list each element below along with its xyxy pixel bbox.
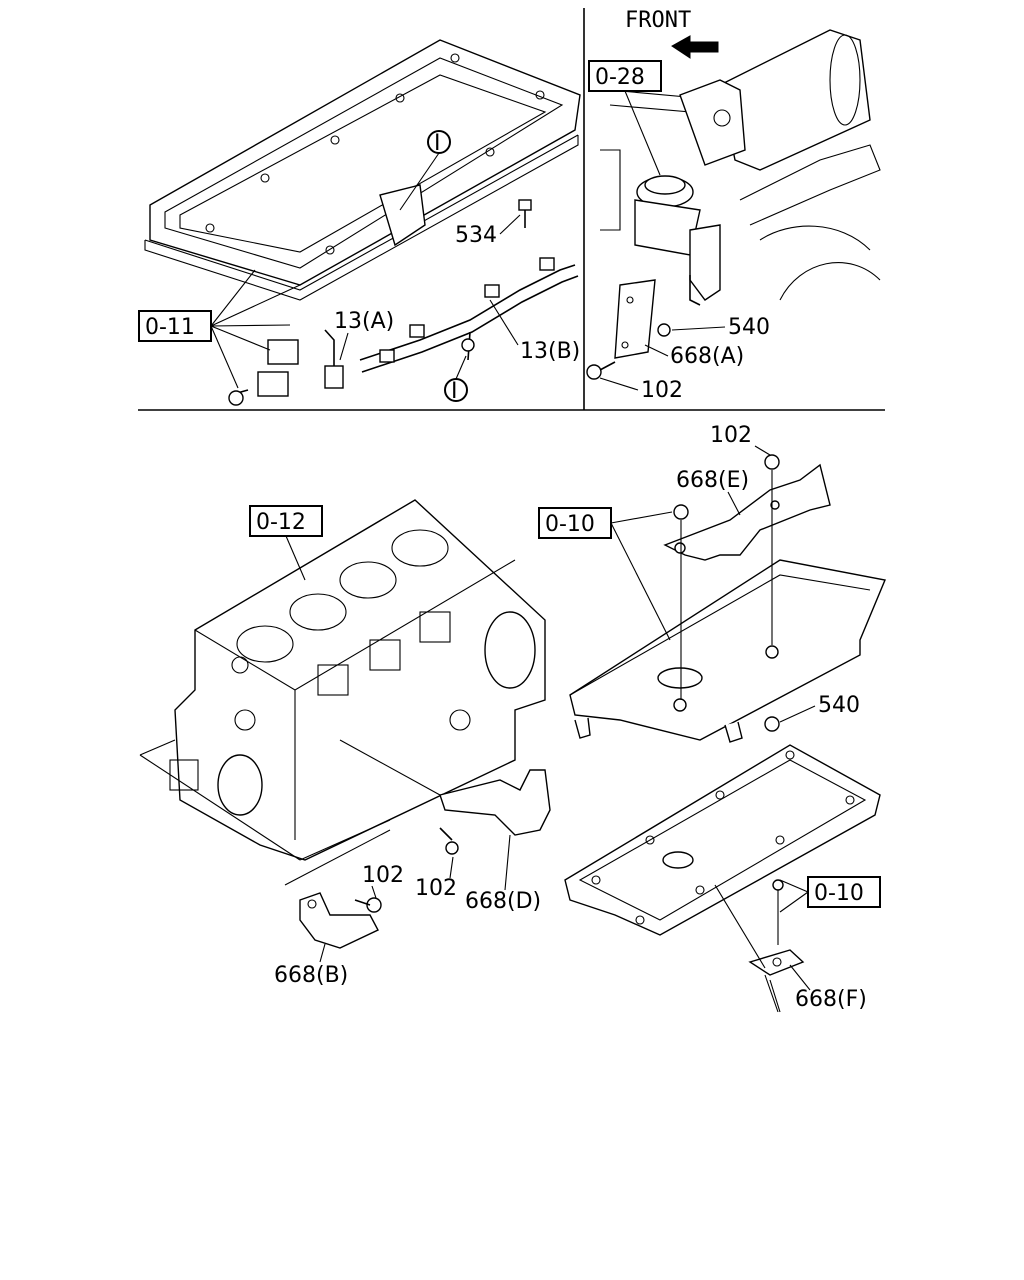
label-668a: 668(A) bbox=[644, 344, 744, 369]
marker-i-top: I bbox=[399, 130, 451, 211]
bracket-668e-drawing bbox=[663, 454, 831, 700]
bracket-668d-drawing bbox=[339, 739, 551, 855]
front-text: FRONT bbox=[625, 8, 691, 33]
oil-pan-upper-drawing bbox=[144, 39, 581, 301]
label-102-b-text: 102 bbox=[362, 863, 404, 888]
label-668d: 668(D) bbox=[465, 834, 541, 914]
label-668b: 668(B) bbox=[274, 943, 348, 988]
bracket-668b-drawing bbox=[284, 829, 391, 949]
label-102-top-text: 102 bbox=[641, 378, 683, 403]
label-668d-text: 668(D) bbox=[465, 889, 541, 914]
ref-box-0-10-top: 0-10 bbox=[538, 507, 673, 641]
engine-top-drawing bbox=[600, 29, 881, 301]
label-13a-text: 13(A) bbox=[334, 309, 394, 334]
label-102-d-text: 102 bbox=[415, 876, 457, 901]
ref-0-28-text: 0-28 bbox=[595, 65, 645, 90]
ref-box-0-11: 0-11 bbox=[138, 269, 301, 389]
oil-pan-bottom-drawing bbox=[564, 744, 881, 936]
ref-0-11-text: 0-11 bbox=[145, 315, 195, 340]
label-540-mid: 540 bbox=[764, 693, 860, 732]
label-668b-text: 668(B) bbox=[274, 963, 348, 988]
bracket-668f-drawing bbox=[714, 879, 805, 1013]
label-668f: 668(F) bbox=[789, 964, 867, 1012]
oil-pan-lower-drawing bbox=[569, 559, 886, 743]
label-540-top-text: 540 bbox=[728, 315, 770, 340]
ref-box-0-12: 0-12 bbox=[249, 505, 323, 581]
label-13a: 13(A) bbox=[334, 309, 394, 361]
label-534: 534 bbox=[455, 214, 521, 248]
label-540-top: 540 bbox=[671, 315, 770, 340]
front-indicator: FRONT bbox=[625, 8, 719, 59]
label-102-e: 102 bbox=[710, 423, 771, 456]
label-13b: 13(B) bbox=[489, 299, 580, 364]
front-arrow-icon bbox=[671, 35, 719, 59]
cylinder-block-drawing bbox=[139, 499, 546, 861]
ref-0-10-top-text: 0-10 bbox=[545, 512, 595, 537]
ref-0-12-text: 0-12 bbox=[256, 510, 306, 535]
label-102-d: 102 bbox=[415, 856, 457, 901]
panel-dividers bbox=[138, 8, 885, 411]
label-534-text: 534 bbox=[455, 223, 497, 248]
marker-i-bottom-label: I bbox=[451, 379, 458, 404]
label-102-b: 102 bbox=[362, 863, 404, 899]
ref-0-10-bottom-text: 0-10 bbox=[814, 881, 864, 906]
label-668e-text: 668(E) bbox=[676, 468, 749, 493]
ref-box-0-10-bottom: 0-10 bbox=[779, 876, 881, 913]
label-668e: 668(E) bbox=[676, 468, 749, 516]
marker-i-bottom: I bbox=[444, 355, 468, 404]
label-102-e-text: 102 bbox=[710, 423, 752, 448]
wiring-harness-drawing bbox=[228, 199, 579, 406]
label-668a-text: 668(A) bbox=[670, 344, 744, 369]
label-13b-text: 13(B) bbox=[520, 339, 580, 364]
label-102-top: 102 bbox=[599, 377, 683, 403]
breather-assembly-drawing bbox=[586, 175, 721, 380]
label-540-mid-text: 540 bbox=[818, 693, 860, 718]
marker-i-top-label: I bbox=[434, 131, 441, 156]
label-668f-text: 668(F) bbox=[795, 987, 867, 1012]
ref-box-0-28: 0-28 bbox=[588, 60, 662, 176]
